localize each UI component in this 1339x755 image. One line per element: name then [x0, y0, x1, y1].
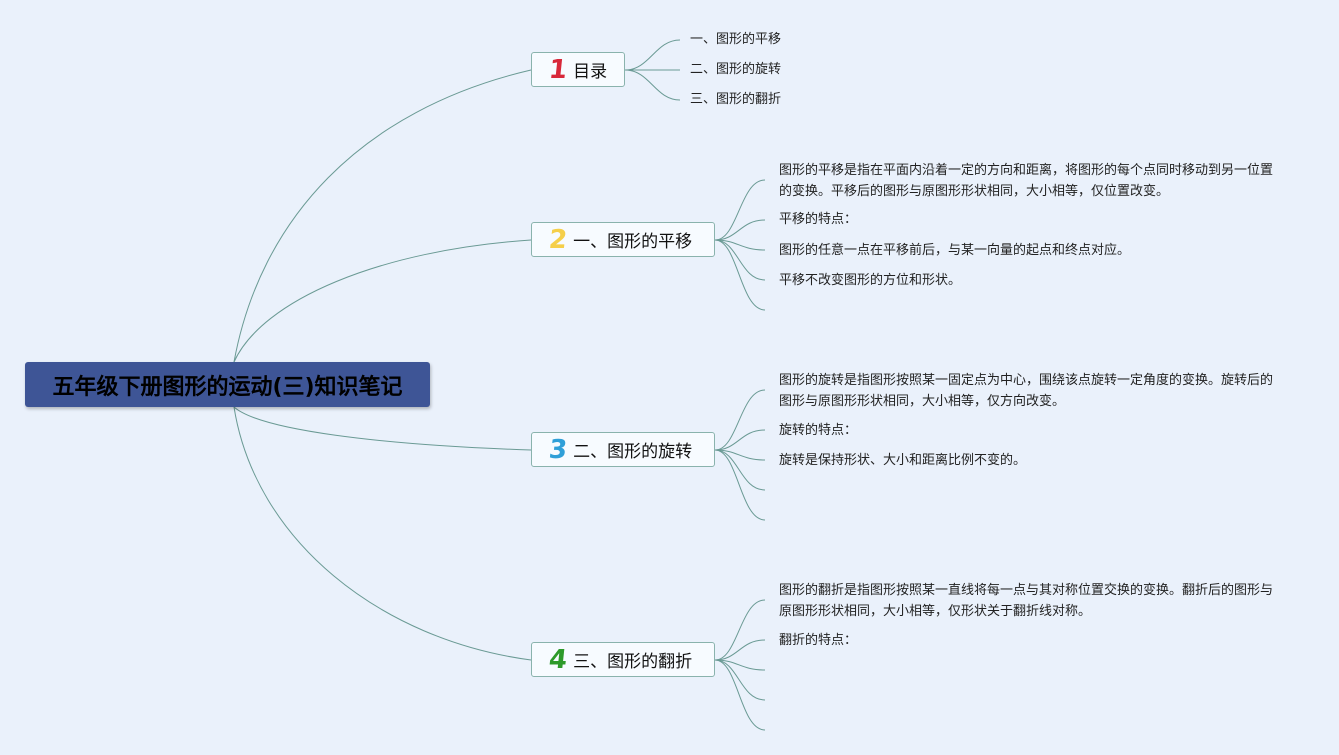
- note-item[interactable]: 旋转是保持形状、大小和距离比例不变的。: [779, 453, 1027, 468]
- root-topic-label: 五年级下册图形的运动(三)知识笔记: [52, 374, 403, 400]
- link-b3-l1: [714, 389, 766, 451]
- branch-rotation[interactable]: 3 二、图形的旋转: [531, 432, 715, 467]
- link-root-b3: [233, 406, 532, 451]
- branch-label: 目录: [573, 62, 608, 82]
- note-item[interactable]: 平移不改变图形的方位和形状。: [779, 273, 962, 288]
- branch-reflection[interactable]: 4 三、图形的翻折: [531, 642, 715, 677]
- link-b4-l5: [714, 659, 766, 731]
- link-b2-l5: [714, 239, 766, 311]
- link-b3-l2: [714, 429, 766, 451]
- link-root-b1: [233, 69, 532, 363]
- note-item[interactable]: 图形的旋转是指图形按照某一固定点为中心，围绕该点旋转一定角度的变换。旋转后的图形…: [779, 373, 1274, 409]
- link-b3-l5: [714, 449, 766, 521]
- number-2-icon: 2: [547, 224, 569, 255]
- number-1-icon: 1: [547, 54, 569, 85]
- note-item[interactable]: 旋转的特点：: [779, 423, 858, 438]
- branch-translation[interactable]: 2 一、图形的平移: [531, 222, 715, 257]
- link-b3-l4: [714, 449, 766, 491]
- link-root-b4: [233, 406, 532, 661]
- link-b2-l1: [714, 179, 766, 241]
- link-b4-l1: [714, 599, 766, 661]
- note-item[interactable]: 平移的特点：: [779, 212, 858, 227]
- toc-item[interactable]: 一、图形的平移: [690, 32, 782, 47]
- link-b1-l1: [624, 39, 681, 71]
- note-item[interactable]: 图形的平移是指在平面内沿着一定的方向和距离，将图形的每个点同时移动到另一位置的变…: [779, 163, 1274, 199]
- root-topic[interactable]: 五年级下册图形的运动(三)知识笔记: [25, 362, 430, 407]
- number-3-icon: 3: [547, 434, 569, 465]
- note-item[interactable]: 图形的翻折是指图形按照某一直线将每一点与其对称位置交换的变换。翻折后的图形与原图…: [779, 583, 1274, 619]
- branch-label: 三、图形的翻折: [573, 652, 693, 672]
- note-item[interactable]: 翻折的特点：: [779, 633, 858, 648]
- link-b1-l3: [624, 69, 681, 101]
- toc-item[interactable]: 三、图形的翻折: [690, 92, 782, 107]
- link-b4-l4: [714, 659, 766, 701]
- link-b4-l2: [714, 639, 766, 661]
- toc-item[interactable]: 二、图形的旋转: [690, 62, 782, 77]
- branch-toc[interactable]: 1 目录: [531, 52, 625, 87]
- link-b2-l2: [714, 219, 766, 241]
- number-4-icon: 4: [547, 644, 569, 675]
- link-root-b2: [233, 239, 532, 363]
- link-b2-l4: [714, 239, 766, 281]
- note-item[interactable]: 图形的任意一点在平移前后，与某一向量的起点和终点对应。: [779, 243, 1131, 258]
- branch-label: 一、图形的平移: [573, 232, 693, 252]
- branch-label: 二、图形的旋转: [573, 442, 693, 462]
